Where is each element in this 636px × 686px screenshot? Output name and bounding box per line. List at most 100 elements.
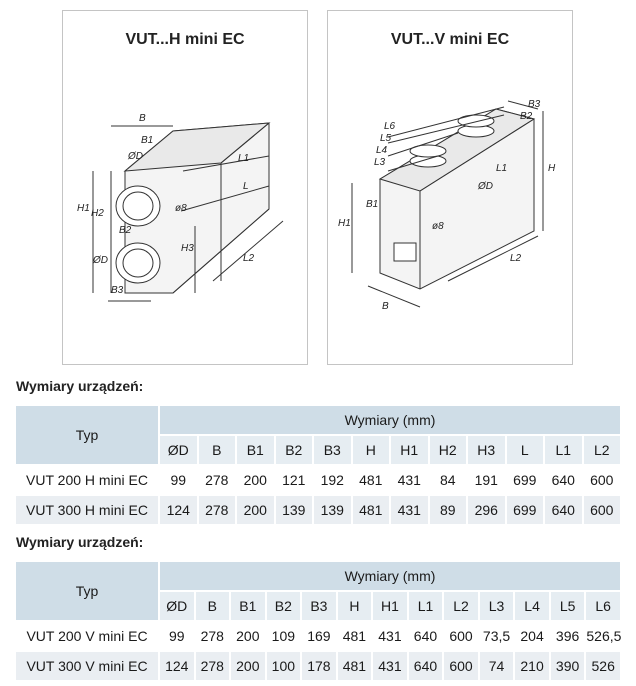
panel-title-h: VUT...H mini EC — [125, 31, 245, 48]
diagram-panel-h: VUT...H mini EC B B1 ØD — [62, 10, 308, 365]
table-cell: 481 — [336, 651, 374, 682]
dim-label-h1: H1 — [77, 203, 90, 214]
table-cell: 431 — [372, 621, 409, 652]
dim-label-l2: L2 — [243, 253, 255, 264]
dim-label-od: ØD — [477, 181, 493, 192]
column-header: B — [194, 591, 232, 622]
unit-v-drawing: B3 B2 L6 L5 L4 L3 ØD L1 H H1 B1 ø8 L2 B — [338, 99, 556, 312]
table-cell: 84 — [428, 465, 468, 496]
table-cell: 390 — [549, 651, 587, 682]
table-cell: 204 — [514, 621, 551, 652]
table-cell: 191 — [467, 465, 507, 496]
column-header: H3 — [467, 435, 507, 466]
column-header: B2 — [265, 591, 303, 622]
table-cell: 640 — [544, 495, 584, 526]
table-cell: 699 — [505, 495, 545, 526]
table-cell: 296 — [467, 495, 507, 526]
column-header: L5 — [549, 591, 587, 622]
table-cell: 431 — [390, 495, 430, 526]
table-cell: 121 — [274, 465, 314, 496]
column-header: L4 — [514, 591, 551, 622]
column-header: B1 — [230, 591, 267, 622]
column-header: H1 — [390, 435, 430, 466]
table-cell: 74 — [478, 651, 516, 682]
dim-label-od-top: ØD — [127, 151, 143, 162]
column-header: L1 — [407, 591, 445, 622]
table-cell: 178 — [301, 651, 338, 682]
table-cell: 124 — [159, 495, 199, 526]
table-cell: 396 — [549, 621, 587, 652]
table-cell: 640 — [407, 621, 445, 652]
table-cell: 600 — [443, 651, 480, 682]
dim-label-l1: L1 — [238, 153, 249, 164]
table-cell: 526,5 — [585, 621, 622, 652]
dim-label-l3: L3 — [374, 157, 386, 168]
table-cell: 200 — [230, 621, 267, 652]
dim-label-l6: L6 — [384, 121, 396, 132]
row-label: VUT 300 H mini EC — [16, 495, 160, 526]
column-header: H2 — [428, 435, 468, 466]
dim-label-b3: B3 — [111, 285, 124, 296]
table-cell: 481 — [336, 621, 374, 652]
typ-header: Typ — [16, 562, 160, 622]
section-title-v: Wymiary urządzeń: — [16, 534, 144, 550]
table-cell: 139 — [313, 495, 353, 526]
table-cell: 526 — [585, 651, 622, 682]
column-header: ØD — [159, 435, 199, 466]
table-cell: 600 — [582, 465, 622, 496]
row-label: VUT 200 H mini EC — [16, 465, 160, 496]
dim-label-h1: H1 — [338, 218, 351, 229]
dim-label-b3: B3 — [528, 99, 541, 110]
table-cell: 699 — [505, 465, 545, 496]
table-cell: 278 — [197, 465, 237, 496]
dim-label-b2: B2 — [119, 225, 132, 236]
column-header: L6 — [585, 591, 622, 622]
table-cell: 169 — [301, 621, 338, 652]
column-header: ØD — [159, 591, 196, 622]
dim-label-l1: L1 — [496, 163, 507, 174]
dim-label-l: L — [243, 181, 249, 192]
column-header: B — [197, 435, 237, 466]
table-cell: 124 — [159, 651, 196, 682]
dim-label-b2: B2 — [520, 111, 533, 122]
table-cell: 431 — [372, 651, 409, 682]
dim-label-l5: L5 — [380, 133, 392, 144]
column-header: H1 — [372, 591, 409, 622]
table-cell: 640 — [407, 651, 445, 682]
row-label: VUT 200 V mini EC — [16, 621, 160, 652]
column-header: L2 — [582, 435, 622, 466]
table-cell: 640 — [544, 465, 584, 496]
table-cell: 200 — [236, 495, 276, 526]
dim-label-h2: H2 — [91, 208, 104, 219]
table-cell: 73,5 — [478, 621, 516, 652]
table-cell: 89 — [428, 495, 468, 526]
typ-header: Typ — [16, 406, 160, 466]
table-cell: 200 — [230, 651, 267, 682]
table-cell: 200 — [236, 465, 276, 496]
column-header: B3 — [301, 591, 338, 622]
column-header: L — [505, 435, 545, 466]
dim-label-b: B — [139, 113, 146, 124]
table-cell: 481 — [351, 495, 391, 526]
table-cell: 278 — [197, 495, 237, 526]
table-cell: 278 — [194, 651, 232, 682]
section-title-h: Wymiary urządzeń: — [16, 378, 144, 394]
dim-label-h: H — [548, 163, 556, 174]
table-cell: 99 — [159, 465, 199, 496]
table-cell: 600 — [443, 621, 480, 652]
table-cell: 210 — [514, 651, 551, 682]
column-header: L2 — [443, 591, 480, 622]
dim-label-o8: ø8 — [175, 203, 187, 214]
table-cell: 431 — [390, 465, 430, 496]
row-label: VUT 300 V mini EC — [16, 651, 160, 682]
column-header: L1 — [544, 435, 584, 466]
diagram-panel-v: VUT...V mini EC B3 B2 L6 — [327, 10, 573, 365]
dim-label-b1: B1 — [141, 135, 153, 146]
table-cell: 192 — [313, 465, 353, 496]
table-cell: 99 — [159, 621, 196, 652]
